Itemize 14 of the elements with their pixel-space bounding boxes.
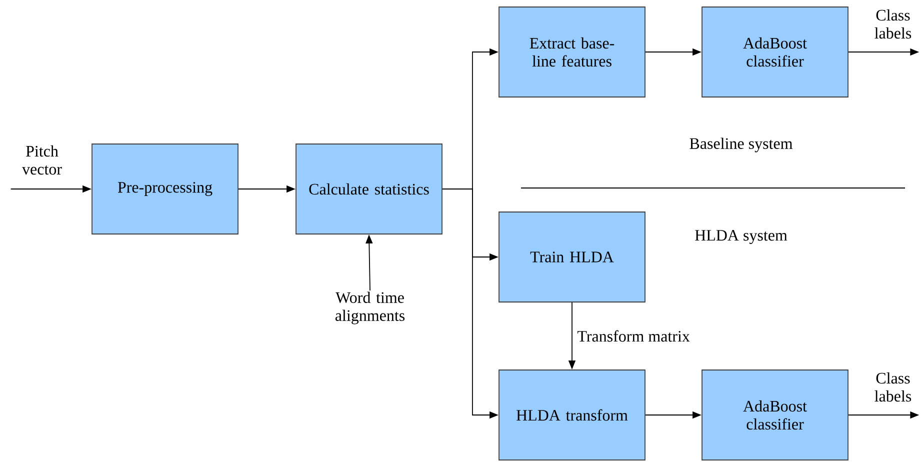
process-box: AdaBoost classifier — [702, 6, 848, 98]
edge-label: Transform matrix — [576, 329, 691, 343]
section-label: HLDA system — [695, 230, 788, 244]
process-box: Extract base-line features — [498, 6, 646, 98]
process-box: Pre-processing — [92, 144, 238, 234]
process-box: Calculate statistics — [296, 144, 442, 234]
bare-text: Class labels — [874, 9, 912, 39]
bare-text: Pitch vector — [22, 145, 62, 175]
bare-text: Class labels — [874, 372, 912, 402]
process-box: AdaBoost classifier — [702, 370, 848, 460]
bare-text: Word time alignments — [335, 292, 405, 324]
process-box: Train HLDA — [498, 212, 646, 302]
section-label: Baseline system — [690, 138, 793, 152]
process-box: HLDA transform — [498, 370, 646, 460]
